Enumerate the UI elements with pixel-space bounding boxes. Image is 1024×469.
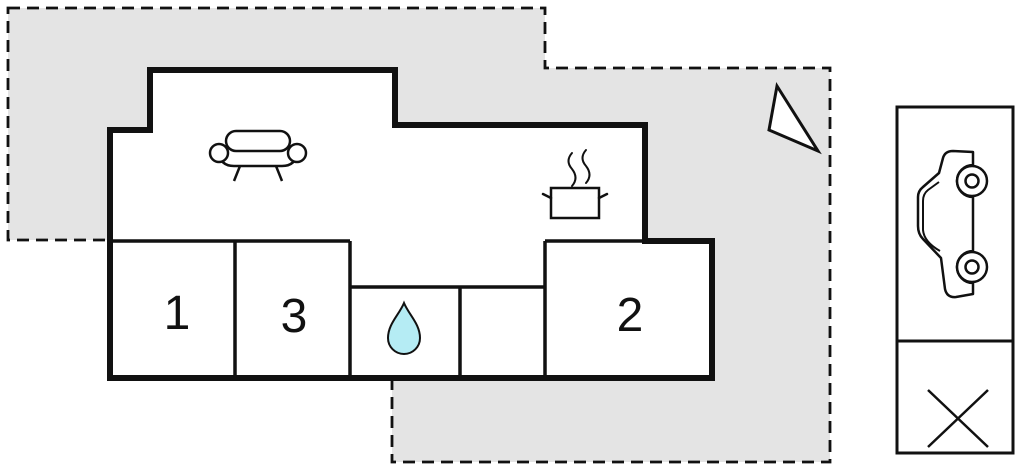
- pot-handles: [541, 192, 609, 200]
- cross-icon: [927, 389, 989, 448]
- sofa-back: [224, 129, 292, 153]
- car-window: [922, 181, 941, 252]
- pot-with-steam-icon: [541, 149, 609, 220]
- car-wheel-rear-hub: [964, 259, 980, 275]
- north-arrow-icon: [767, 81, 822, 155]
- sofa-arm-right: [286, 142, 308, 164]
- room-2-label: 2: [617, 289, 644, 342]
- legend-box: [895, 105, 1015, 455]
- car-parking-icon: [916, 149, 989, 299]
- pot-body: [549, 186, 601, 220]
- room-1-label: 1: [164, 287, 191, 340]
- room-3-label: 3: [281, 290, 308, 343]
- sofa-arm-left: [208, 142, 230, 164]
- sofa-legs: [232, 165, 284, 182]
- water-drop-icon: [386, 300, 422, 355]
- sofa-icon: [208, 129, 308, 182]
- car-wheel-front-hub: [964, 173, 980, 189]
- steam-lines: [567, 149, 591, 187]
- interior-walls: [110, 239, 645, 378]
